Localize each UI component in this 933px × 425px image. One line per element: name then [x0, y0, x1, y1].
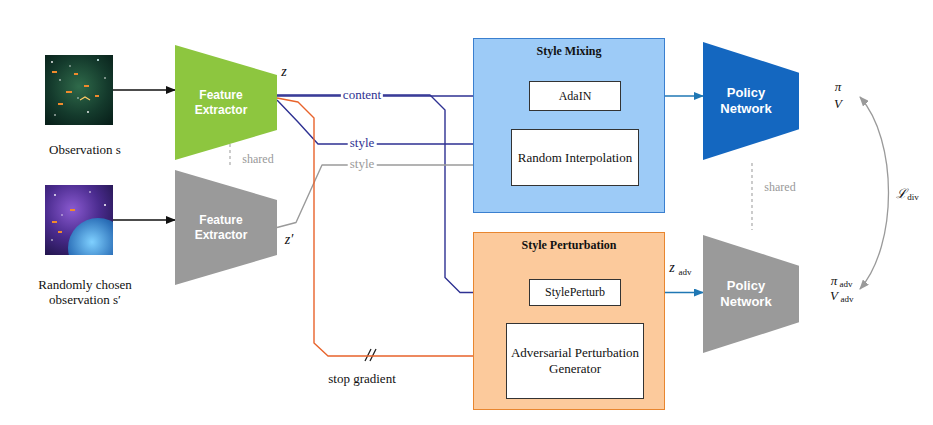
node-text-wrap: StylePerturb — [530, 280, 620, 305]
text-label: shared — [764, 181, 795, 194]
node-text-wrap: Feature Extractor — [175, 45, 277, 160]
text-label: adv — [841, 295, 854, 305]
node-label: Random Interpolation — [518, 150, 632, 166]
text-label: π — [835, 80, 842, 94]
random-observation-node: Randomly chosen observation s′ — [25, 185, 145, 310]
random-observation-image — [45, 185, 113, 255]
text-label: shared — [242, 153, 273, 166]
text-label: ℒ — [896, 187, 907, 201]
edge-label: content — [341, 88, 383, 102]
node-text-wrap: Style Mixing — [474, 39, 664, 212]
connector-arrow — [113, 89, 175, 90]
policy-network: Policy Network — [703, 42, 799, 160]
text-label: div — [907, 193, 919, 203]
node-text-wrap: Randomly chosen observation s′ — [25, 185, 145, 310]
node-label: Policy Network — [707, 85, 785, 116]
style-mixing-panel: Style MixingAdaIN Random Interpolation — [473, 38, 665, 213]
node-label: StylePerturb — [545, 285, 605, 299]
node-text-wrap: Policy Network — [703, 42, 799, 160]
perturbation-generator-box: Adversarial Perturbation Generator — [506, 323, 644, 399]
node-text-wrap: Adversarial Perturbation Generator — [507, 324, 643, 398]
policy-network-shared: Policy Network — [703, 235, 799, 353]
panel-title: Style Perturbation — [522, 238, 617, 252]
observation-node: Observation s — [25, 55, 145, 160]
text-label: π — [831, 274, 838, 288]
connector-arrow — [113, 219, 175, 220]
node-text-wrap: Feature Extractor — [175, 170, 277, 285]
node-label: Feature Extractor — [179, 213, 263, 242]
edge-label: style — [348, 157, 377, 171]
styleperturb-box: StylePerturb — [529, 279, 621, 306]
text-label: z′ — [285, 232, 294, 247]
text-label: z — [669, 260, 674, 275]
panel-title: Style Mixing — [537, 44, 602, 58]
stop-gradient-mark — [365, 349, 376, 361]
observation-image — [45, 55, 113, 125]
random-interpolation-box: Random Interpolation — [511, 129, 639, 186]
node-text-wrap: Observation s — [25, 55, 145, 160]
text-label: V — [830, 289, 838, 303]
adain-box: AdaIN — [529, 81, 621, 111]
text-label: adv — [840, 280, 853, 290]
text-label: adv — [679, 268, 692, 278]
diversity-loss-arrow — [860, 97, 889, 289]
style-perturbation-panel: Style PerturbationStylePerturbAdversaria… — [473, 232, 665, 410]
text-label: V — [834, 97, 842, 111]
feature-extractor-shared: Feature Extractor — [175, 170, 277, 285]
shared-dashed-line — [751, 163, 752, 230]
feature-extractor: Feature Extractor — [175, 45, 277, 160]
connector-arrow — [277, 98, 506, 356]
node-label: AdaIN — [559, 89, 592, 103]
node-text-wrap: AdaIN — [530, 82, 620, 110]
edge-label: stop gradient — [326, 372, 398, 386]
node-label: Randomly chosen observation s′ — [25, 277, 145, 308]
node-label: Adversarial Perturbation Generator — [507, 345, 643, 376]
edge-label: style — [348, 136, 377, 150]
node-label: Policy Network — [707, 278, 785, 309]
node-label: Feature Extractor — [179, 88, 263, 117]
text-label: z — [281, 64, 286, 79]
node-label: Observation s — [49, 142, 121, 158]
node-text-wrap: Random Interpolation — [512, 130, 638, 185]
node-text-wrap: Policy Network — [703, 235, 799, 353]
